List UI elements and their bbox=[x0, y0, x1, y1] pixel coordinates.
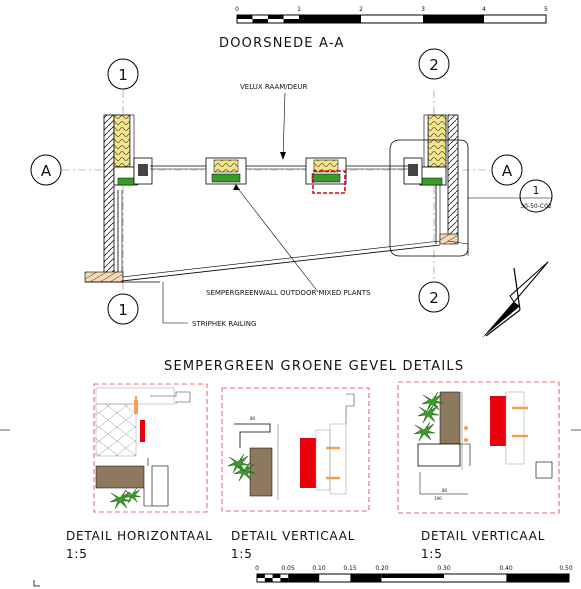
detail-callout-box bbox=[389, 139, 469, 257]
window-frame-1 bbox=[205, 157, 247, 185]
svg-text:1: 1 bbox=[118, 301, 128, 319]
right-brick-wall bbox=[447, 114, 459, 242]
caption-scale: 1:5 bbox=[231, 547, 253, 561]
top-scale-tick: 0 bbox=[235, 6, 239, 13]
detail-verticaal-2-drawing: 190 80 bbox=[397, 381, 560, 514]
top-scale-tick: 3 bbox=[421, 6, 425, 13]
caption-scale: 1:5 bbox=[66, 547, 88, 561]
bottom-scale-tick: 0.05 bbox=[281, 565, 295, 572]
dim: 80 bbox=[442, 488, 448, 493]
dim: 190 bbox=[434, 496, 442, 501]
label-railing: STRIPHEK RAILING bbox=[192, 320, 256, 328]
top-scale-tick: 2 bbox=[359, 6, 363, 13]
bottom-scale-bar: 0 0.05 0.10 0.15 0.20 0.30 0.40 0.50 bbox=[255, 565, 573, 583]
section-marker-right: A bbox=[491, 154, 523, 186]
svg-text:2: 2 bbox=[429, 56, 439, 74]
section-title: DOORSNEDE A-A bbox=[219, 36, 345, 51]
svg-text:1: 1 bbox=[533, 184, 540, 197]
north-arrow bbox=[482, 261, 549, 338]
top-scale-tick: 1 bbox=[297, 6, 301, 13]
left-brick-wall bbox=[103, 114, 115, 276]
bottom-scale-tick: 0.20 bbox=[375, 565, 389, 572]
top-scale-bar: 0 1 2 3 4 5 bbox=[235, 6, 548, 24]
section-marker-left: A bbox=[30, 154, 62, 186]
svg-text:2: 2 bbox=[429, 289, 439, 307]
bottom-scale-tick: 0.10 bbox=[312, 565, 326, 572]
section-drawing: 1 2 1 2 A A 1 30-50-C02 VELUX RAAM bbox=[30, 48, 553, 338]
dim: 80 bbox=[250, 416, 256, 421]
detail-reference-callout: 1 30-50-C02 bbox=[519, 179, 553, 213]
label-sempergreen: SEMPERGREENWALL OUTDOOR MIXED PLANTS bbox=[206, 289, 371, 297]
bottom-scale-tick: 0.15 bbox=[343, 565, 357, 572]
grid-bubble-bottom-left: 1 bbox=[107, 293, 139, 325]
bottom-scale-tick: 0 bbox=[255, 565, 259, 572]
grid-bubble-top-right: 2 bbox=[418, 48, 450, 80]
highlight-frame bbox=[312, 170, 346, 194]
caption-scale: 1:5 bbox=[421, 547, 443, 561]
window-frame-2 bbox=[305, 157, 347, 194]
top-scale-tick: 4 bbox=[482, 6, 486, 13]
bottom-scale-tick: 0.50 bbox=[559, 565, 573, 572]
details-title: SEMPERGREEN GROENE GEVEL DETAILS bbox=[164, 359, 464, 374]
grid-bubble-bottom-right: 2 bbox=[418, 281, 450, 313]
top-scale-tick: 5 bbox=[544, 6, 548, 13]
svg-text:A: A bbox=[502, 162, 513, 180]
grid-bubble-top-left: 1 bbox=[107, 58, 139, 90]
caption-detail-verticaal: DETAIL VERTICAAL bbox=[231, 529, 355, 543]
bottom-scale-tick: 0.30 bbox=[437, 565, 451, 572]
svg-text:30-50-C02: 30-50-C02 bbox=[520, 203, 552, 210]
detail-horizontaal-drawing bbox=[93, 383, 208, 513]
bottom-scale-tick: 0.40 bbox=[499, 565, 513, 572]
caption-detail-horizontaal: DETAIL HORIZONTAAL bbox=[66, 529, 213, 543]
detail-verticaal-1-drawing: 80 bbox=[221, 387, 370, 512]
svg-text:A: A bbox=[41, 162, 52, 180]
right-insulation bbox=[427, 114, 447, 168]
caption-detail-verticaal: DETAIL VERTICAAL bbox=[421, 529, 545, 543]
left-insulation bbox=[113, 114, 131, 168]
svg-text:1: 1 bbox=[118, 66, 128, 84]
label-velux: VELUX RAAM/DEUR bbox=[240, 83, 308, 91]
